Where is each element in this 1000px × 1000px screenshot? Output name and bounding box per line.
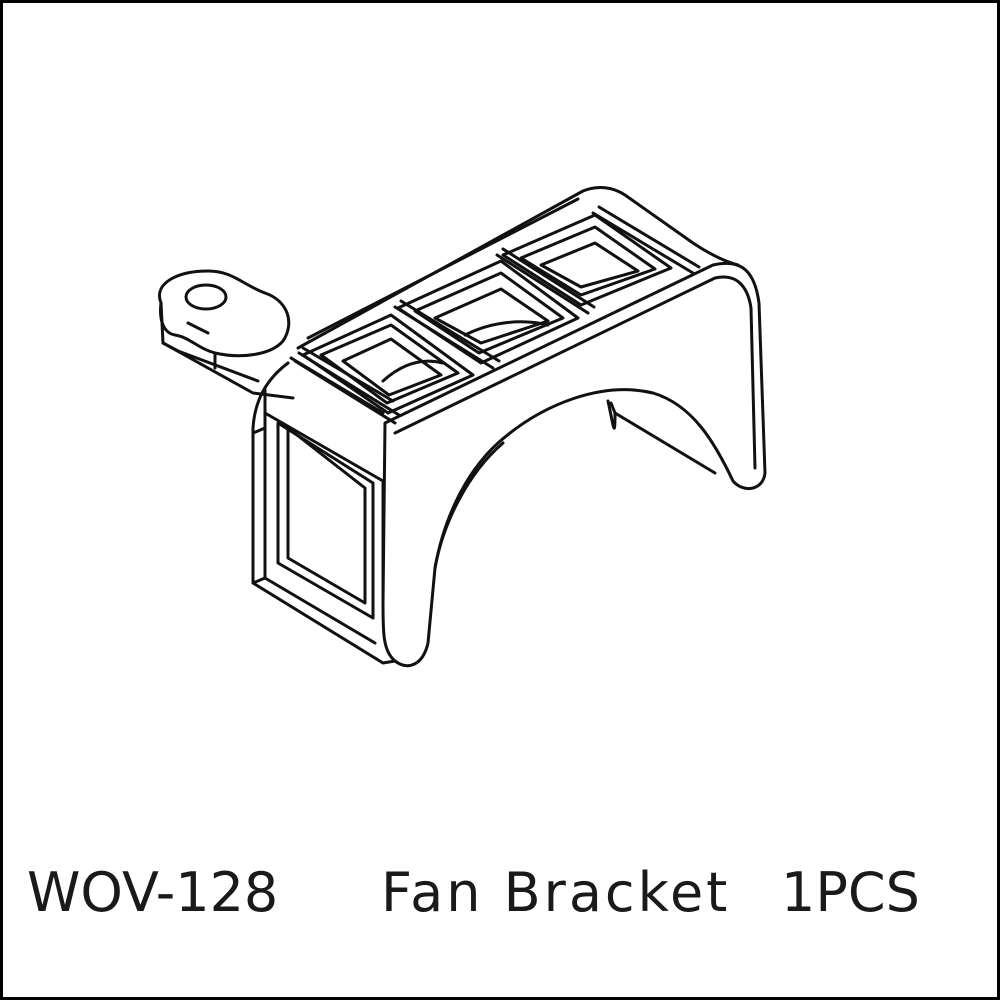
fan-bracket-icon [158, 186, 767, 667]
part-number: WOV-128 [27, 861, 279, 924]
part-name: Fan Bracket [381, 861, 731, 924]
part-quantity: 1PCS [781, 861, 920, 924]
part-caption: WOV-128 Fan Bracket 1PCS [3, 853, 1000, 933]
